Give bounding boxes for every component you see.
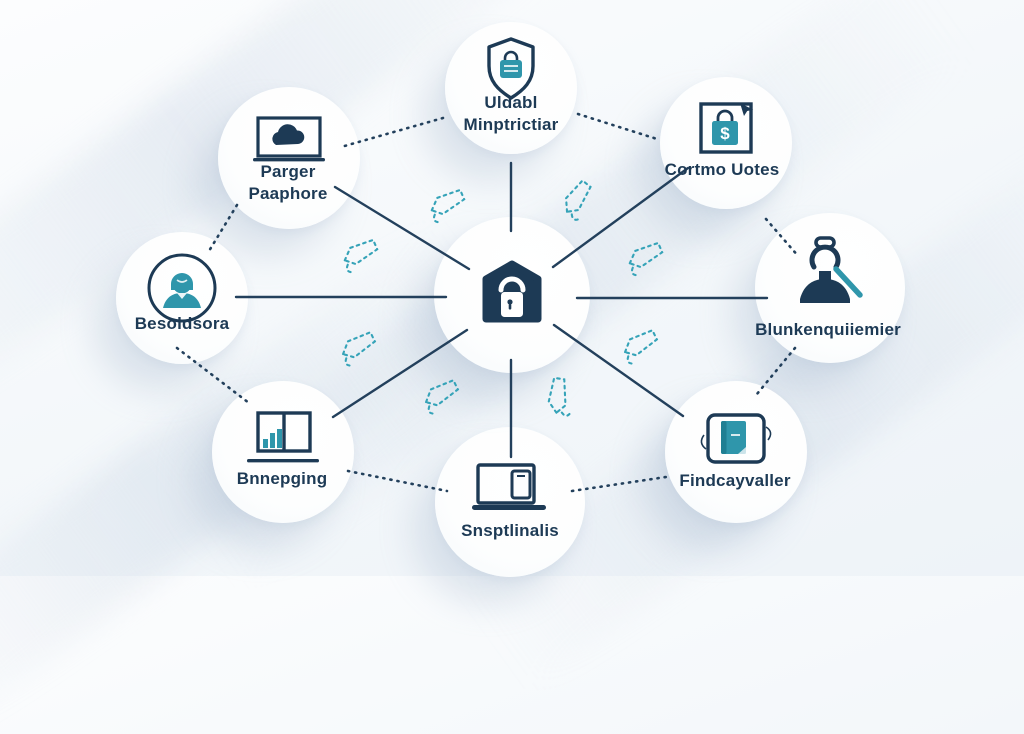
- node-label-right: Blunkenquiiemier: [755, 320, 901, 339]
- dashed-arrow-decoration: [430, 188, 466, 224]
- spoke-southwest: [331, 328, 469, 419]
- dotted-link: [175, 346, 251, 405]
- node-label-top-left: Parger Paaphore: [248, 162, 328, 203]
- node-label-bottom-right: Findcayvaller: [679, 471, 791, 490]
- laptop-cloud-icon: [253, 116, 325, 162]
- person-avatar-circle-icon: [147, 253, 217, 323]
- tablet-book-icon: [700, 413, 772, 464]
- dashed-arrow-decoration: [547, 376, 572, 417]
- dotted-link: [207, 203, 239, 253]
- solid-spokes: [234, 161, 769, 459]
- dashed-arrow-decoration: [343, 238, 379, 274]
- laptop-phone-icon: [472, 463, 546, 510]
- shield-keypad-lock-icon: [487, 37, 535, 100]
- connector-layer: [175, 112, 801, 493]
- dotted-link: [576, 112, 659, 141]
- dashed-arrow-decoration: [628, 241, 664, 277]
- node-label-left: Besoldsora: [134, 314, 230, 333]
- dotted-link: [339, 116, 445, 149]
- bar-chart-window-icon: [247, 411, 319, 463]
- dotted-ring-links: [175, 112, 801, 493]
- person-search-icon: [800, 236, 863, 303]
- svg-text:$: $: [720, 124, 730, 143]
- node-label-top-right: Cortmo Uotes: [664, 160, 780, 179]
- dotted-link: [570, 475, 668, 493]
- dotted-link: [764, 217, 801, 259]
- node-blob: [445, 22, 577, 154]
- shield-padlock-icon: [482, 260, 542, 323]
- dashed-arrow-decoration: [424, 378, 460, 415]
- node-label-top: Uldabl Minptrictiar: [463, 93, 559, 134]
- shopping-bag-cursor-icon: $: [699, 102, 754, 154]
- spoke-northeast: [551, 166, 690, 269]
- dashed-arrow-decoration: [623, 328, 659, 365]
- node-label-bottom-center: Snsptlinalis: [461, 521, 559, 540]
- dashed-arrow-decoration: [565, 179, 592, 221]
- dotted-link: [755, 346, 797, 396]
- dashed-arrow-decorations: [341, 179, 664, 417]
- spoke-northwest: [333, 185, 471, 271]
- node-label-bottom-left: Bnnepging: [236, 469, 328, 488]
- spoke-southeast: [552, 323, 685, 418]
- dashed-arrow-decoration: [341, 330, 377, 367]
- dotted-link: [346, 469, 449, 493]
